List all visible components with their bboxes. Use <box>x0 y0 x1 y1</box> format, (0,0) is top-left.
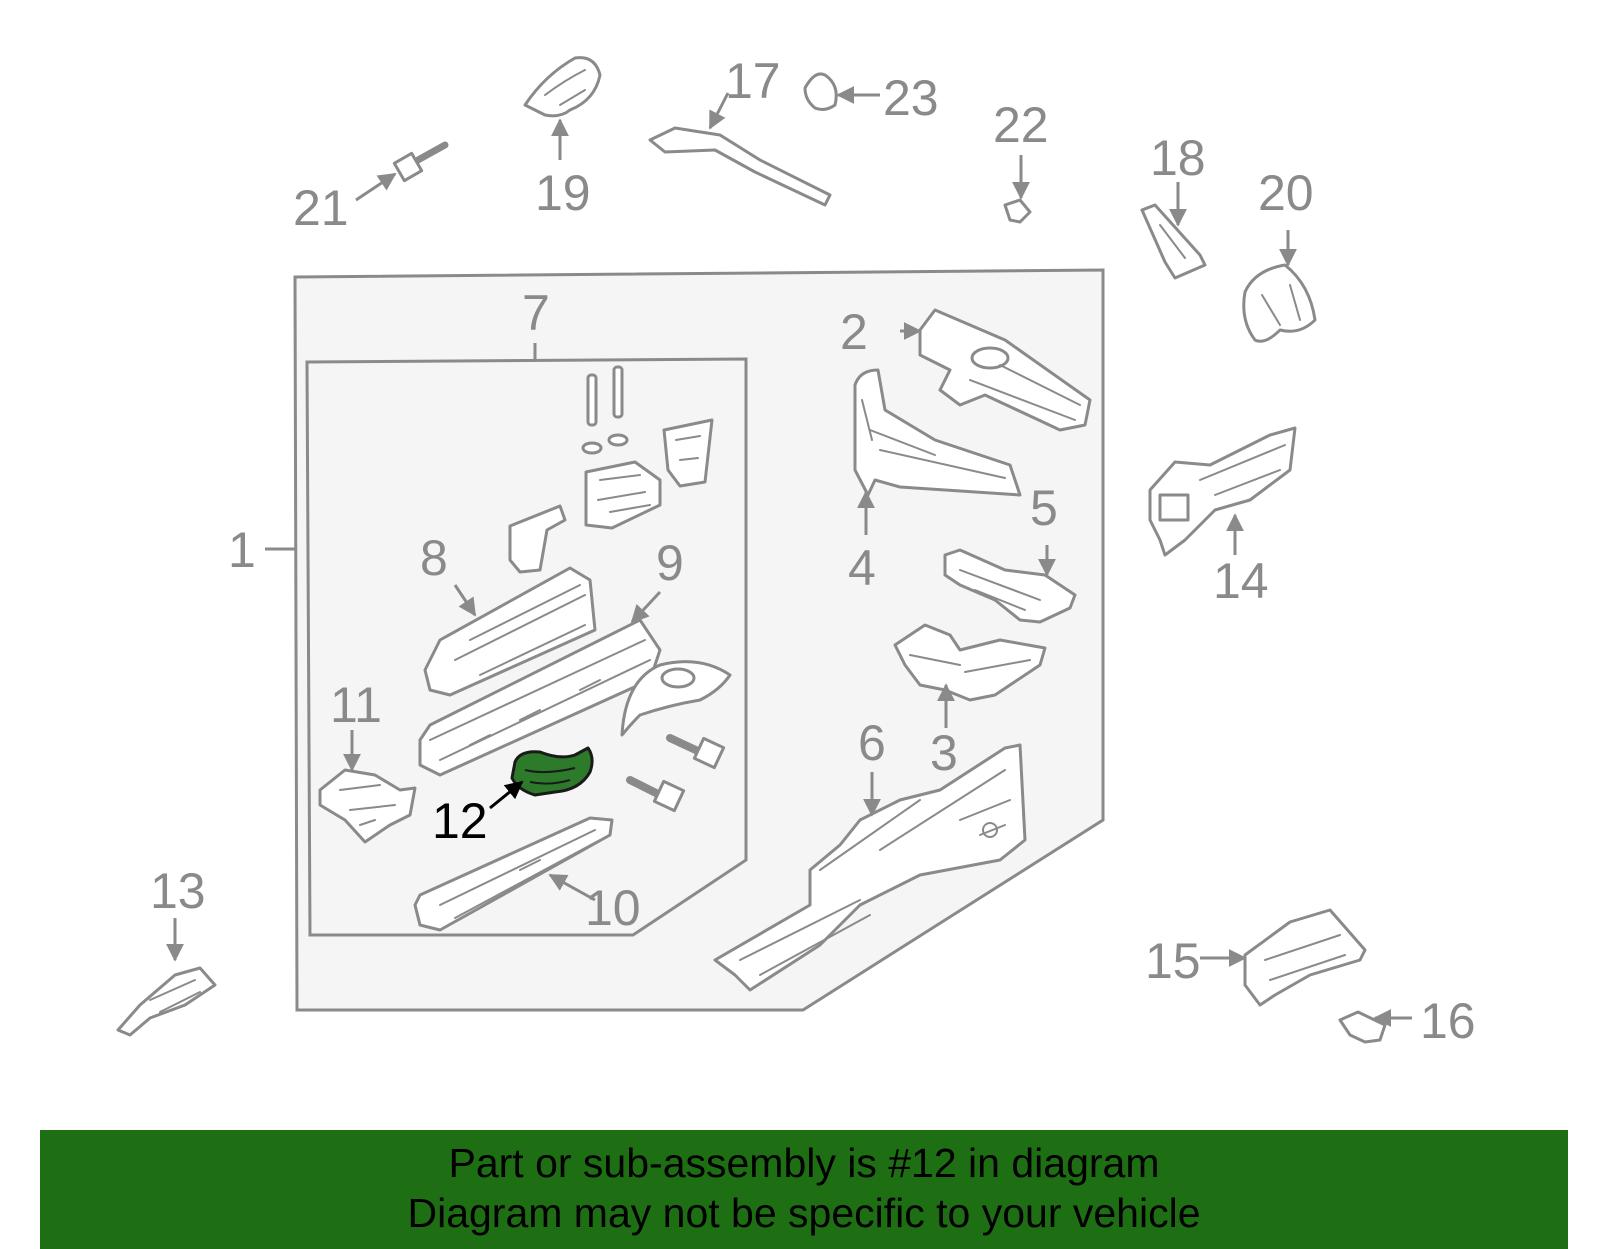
callout-4: 4 <box>848 540 876 596</box>
part-12-highlighted-icon[interactable] <box>510 746 594 797</box>
callout-3: 3 <box>930 725 958 781</box>
callout-12[interactable]: 12 <box>432 793 488 849</box>
part-11-bracket-icon <box>318 768 417 844</box>
callout-16: 16 <box>1420 993 1476 1049</box>
callout-13: 13 <box>150 863 206 919</box>
stud-icon <box>581 365 629 455</box>
callout-11: 11 <box>330 677 382 733</box>
part-13-bracket-icon <box>116 966 217 1037</box>
callout-14: 14 <box>1213 553 1269 609</box>
callout-18: 18 <box>1150 130 1206 186</box>
part-3-bracket-icon <box>893 623 1047 702</box>
part-17-brace-icon <box>648 126 832 207</box>
callout-7: 7 <box>522 285 550 341</box>
part-21-bolt-icon <box>392 141 449 183</box>
part-4-bracket-icon <box>853 368 1022 497</box>
banner-line-2: Diagram may not be specific to your vehi… <box>407 1190 1201 1236</box>
part-18-bracket-icon <box>1140 203 1207 280</box>
part-20-bracket-icon <box>1242 263 1317 343</box>
leader-arrows <box>166 86 1412 1027</box>
mount-bracket-icon <box>584 418 714 530</box>
callout-17: 17 <box>725 53 781 109</box>
callout-5: 5 <box>1030 480 1058 536</box>
part-14-rail-icon <box>1148 426 1297 557</box>
callout-8: 8 <box>420 530 448 586</box>
callout-6: 6 <box>858 715 886 771</box>
callout-19: 19 <box>535 165 591 221</box>
callout-15: 15 <box>1145 933 1201 989</box>
callout-21: 21 <box>293 180 349 236</box>
callout-23: 23 <box>883 70 939 126</box>
part-8-rail-icon <box>423 566 597 697</box>
part-16-clip-icon <box>1338 1010 1387 1044</box>
part-23-grommet-icon <box>803 72 838 111</box>
part-22-clip-icon <box>1003 198 1032 224</box>
banner-line-1: Part or sub-assembly is #12 in diagram <box>448 1140 1160 1186</box>
info-banner: Part or sub-assembly is #12 in diagram D… <box>40 1130 1568 1249</box>
parts-diagram: 1 2 3 4 5 6 7 8 9 10 11 12 13 14 15 16 1… <box>116 53 1476 1049</box>
callout-1: 1 <box>228 522 256 578</box>
callout-2: 2 <box>840 304 868 360</box>
callout-10: 10 <box>585 880 641 936</box>
part-6-rail-icon <box>713 743 1027 992</box>
part-9-rail-icon <box>418 618 662 777</box>
part-2-bracket-icon <box>918 308 1092 432</box>
callout-22: 22 <box>993 97 1049 153</box>
part-19-bracket-icon <box>523 56 602 118</box>
part-5-bracket-icon <box>943 548 1077 624</box>
small-bracket-icon <box>508 504 567 574</box>
strut-cap-icon <box>620 660 732 737</box>
bolt-icon <box>626 734 726 813</box>
part-15-bracket-icon <box>1243 908 1367 1007</box>
part-10-rail-icon <box>413 816 614 932</box>
callout-20: 20 <box>1258 165 1314 221</box>
callout-9: 9 <box>656 535 684 591</box>
